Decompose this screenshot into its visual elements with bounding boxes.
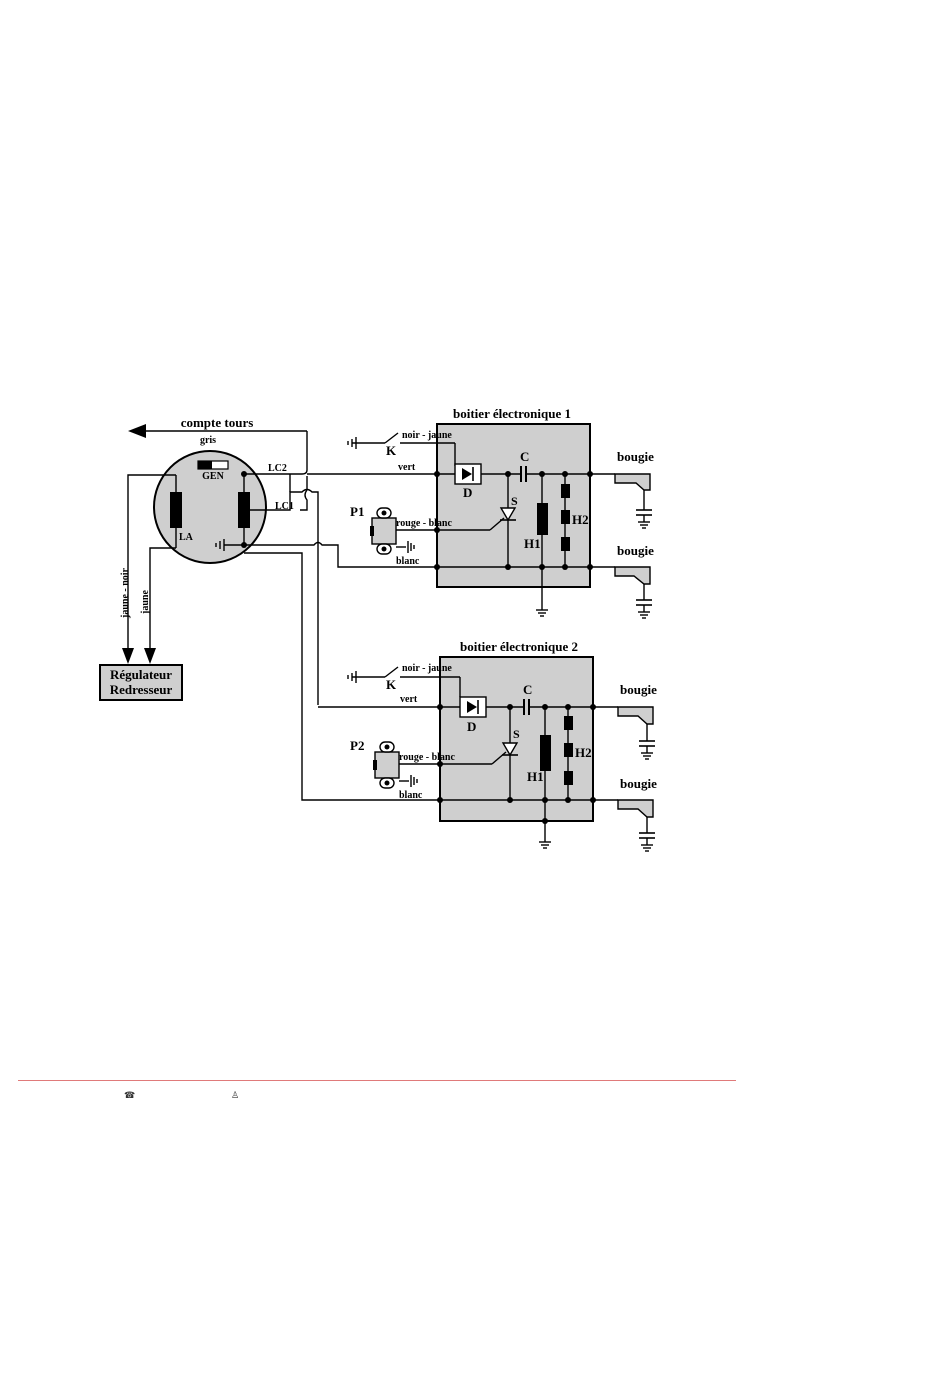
- person-icon: ♙: [231, 1091, 239, 1101]
- footer-rule: [18, 1080, 736, 1081]
- ground-icon: [539, 842, 551, 848]
- ground-icon: [638, 522, 650, 528]
- gris-label: gris: [200, 435, 216, 446]
- boitier-1: boitier électronique 1 K noir - jaune ve…: [244, 406, 654, 618]
- d-label: D: [463, 485, 472, 500]
- bougie-label: bougie: [617, 449, 654, 464]
- pickup-p1: [372, 518, 396, 544]
- jaune-noir-label: jaune - noir: [120, 567, 131, 619]
- rouge-blanc-label: rouge - blanc: [396, 518, 452, 529]
- spark-plug-1a: [615, 474, 650, 490]
- arrow-left-icon: [128, 424, 146, 438]
- c-label: C: [520, 449, 529, 464]
- bougie-label: bougie: [617, 543, 654, 558]
- p1-label: P1: [350, 504, 364, 519]
- spark-plug-2b: [618, 800, 653, 817]
- ground-icon: [536, 610, 548, 616]
- generator: GEN LA: [154, 451, 270, 563]
- d-label: D: [467, 719, 476, 734]
- lc2-label: LC2: [268, 463, 287, 474]
- phone-icon: ☎: [124, 1091, 135, 1101]
- ground-icon: [411, 775, 417, 787]
- coil-h1: [537, 503, 548, 535]
- jaune-label: jaune: [140, 590, 151, 615]
- h2-label: H2: [572, 512, 589, 527]
- redresseur-label: Redresseur: [110, 682, 173, 697]
- s-label: S: [511, 494, 518, 508]
- regulateur-label: Régulateur: [110, 667, 172, 682]
- s-label: S: [513, 727, 520, 741]
- boitier-1-title: boitier électronique 1: [453, 406, 571, 421]
- coil-la: [170, 492, 182, 528]
- noir-jaune-label: noir - jaune: [402, 663, 452, 674]
- vert-label: vert: [398, 462, 416, 473]
- bougie-label: bougie: [620, 682, 657, 697]
- p2-label: P2: [350, 738, 364, 753]
- pickup-p2: [375, 752, 399, 778]
- h1-label: H1: [524, 536, 541, 551]
- ground-icon: [641, 753, 653, 759]
- noir-jaune-label: noir - jaune: [402, 430, 452, 441]
- boitier-2-title: boitier électronique 2: [460, 639, 578, 654]
- ground-icon: [408, 541, 414, 553]
- ground-icon: [638, 612, 650, 618]
- gen-label: GEN: [202, 471, 224, 482]
- spark-plug-2a: [618, 707, 653, 724]
- spark-plug-1b: [615, 567, 650, 584]
- coil-h1: [540, 735, 551, 771]
- compte-tours-label: compte tours: [181, 415, 254, 430]
- k-label: K: [386, 443, 397, 458]
- h2-label: H2: [575, 745, 592, 760]
- boitier-2: boitier électronique 2 K noir - jaune ve…: [244, 553, 657, 851]
- vert-label: vert: [400, 694, 418, 705]
- coil-lc: [238, 492, 250, 528]
- la-label: LA: [179, 532, 194, 543]
- ground-icon: [641, 845, 653, 851]
- bougie-label: bougie: [620, 776, 657, 791]
- k-label: K: [386, 677, 397, 692]
- c-label: C: [523, 682, 532, 697]
- blanc-label: blanc: [396, 556, 420, 567]
- h1-label: H1: [527, 769, 544, 784]
- rouge-blanc-label: rouge - blanc: [399, 752, 455, 763]
- blanc-label: blanc: [399, 790, 423, 801]
